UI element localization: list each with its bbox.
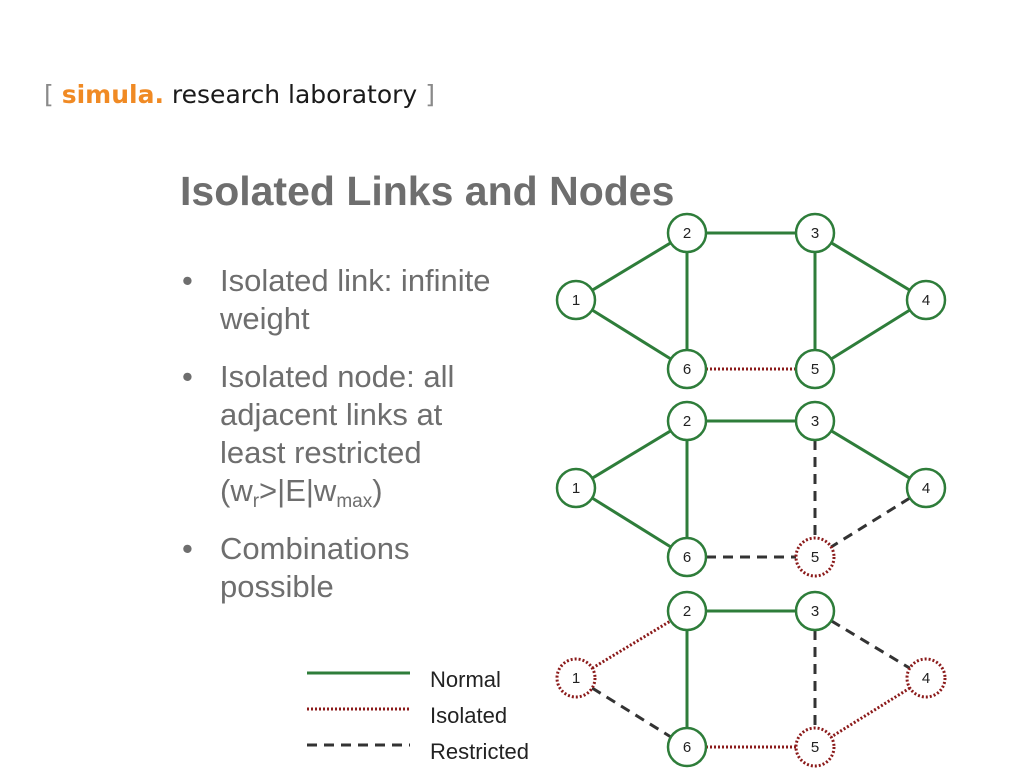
- node-6-normal: [666, 726, 708, 768]
- node-label: 6: [683, 361, 691, 378]
- edge-4-5-isolated: [830, 686, 911, 739]
- node-6-normal: [666, 536, 708, 578]
- node-6-normal: [666, 348, 708, 390]
- legend-label-restricted: Restricted: [430, 739, 529, 764]
- network-graph-3: 1 2 3 4 5 6: [555, 590, 947, 768]
- logo-dot: .: [154, 80, 164, 109]
- node-label: 1: [572, 480, 580, 497]
- bullet-text: Combinations possible: [220, 531, 410, 604]
- legend-label-normal: Normal: [430, 667, 501, 692]
- edge-1-6-normal: [591, 308, 672, 361]
- edge-3-4-normal: [830, 241, 911, 292]
- slide-title: Isolated Links and Nodes: [180, 168, 675, 214]
- node-3-normal: [794, 590, 836, 632]
- bullet-combinations: • Combinations possible: [182, 530, 512, 606]
- bullet-list: • Isolated link: infinite weight • Isola…: [182, 262, 512, 626]
- node-3-normal: [794, 212, 836, 254]
- node-label: 5: [811, 361, 819, 378]
- node-4-normal: [905, 467, 947, 509]
- node-label: 2: [683, 225, 691, 242]
- logo-open-bracket: [: [44, 80, 54, 109]
- node-3-normal: [794, 400, 836, 442]
- node-2-normal: [666, 400, 708, 442]
- bullet-isolated-link: • Isolated link: infinite weight: [182, 262, 512, 338]
- bullet-text-mid: >|E|w: [259, 473, 337, 508]
- node-5-isolated: [794, 726, 836, 768]
- node-label: 3: [811, 225, 819, 242]
- node-1-normal: [555, 467, 597, 509]
- logo-close-bracket: ]: [425, 80, 435, 109]
- logo-text: research laboratory: [171, 80, 418, 109]
- bullet-glyph: •: [182, 359, 193, 394]
- node-2-normal: [666, 212, 708, 254]
- node-label: 5: [811, 739, 819, 756]
- node-4-normal: [905, 279, 947, 321]
- legend-label-isolated: Isolated: [430, 703, 507, 728]
- bullet-glyph: •: [182, 263, 193, 298]
- node-label: 1: [572, 670, 580, 687]
- bullet-glyph: •: [182, 531, 193, 566]
- node-5-normal: [794, 348, 836, 390]
- subscript-r: r: [252, 491, 260, 512]
- node-label: 4: [922, 292, 930, 309]
- logo-brand: simula: [61, 80, 155, 109]
- simula-logo: [ simula. research laboratory ]: [44, 80, 435, 110]
- node-5-isolated: [794, 536, 836, 578]
- edge-4-5-normal: [830, 308, 911, 361]
- node-4-isolated: [905, 657, 947, 699]
- node-label: 4: [922, 670, 930, 687]
- node-label: 5: [811, 549, 819, 566]
- node-label: 4: [922, 480, 930, 497]
- node-label: 2: [683, 413, 691, 430]
- node-2-normal: [666, 590, 708, 632]
- edge-1-6-normal: [591, 496, 672, 549]
- node-label: 2: [683, 603, 691, 620]
- node-1-normal: [555, 279, 597, 321]
- subscript-max: max: [336, 491, 373, 512]
- edge-3-4-restricted: [830, 619, 911, 670]
- bullet-text: Isolated link: infinite weight: [220, 263, 491, 336]
- bullet-text: Isolated node: all adjacent links at lea…: [220, 359, 455, 508]
- network-graph-2: 1 2 3 4 5 6: [555, 400, 947, 578]
- node-label: 3: [811, 603, 819, 620]
- node-label: 6: [683, 739, 691, 756]
- edge-1-2-normal: [591, 241, 672, 292]
- node-label: 3: [811, 413, 819, 430]
- edge-3-4-normal: [830, 429, 911, 480]
- edge-4-5-restricted: [830, 496, 911, 549]
- network-graph-1: 1 2 3 4 5 6: [555, 212, 947, 390]
- edge-1-2-normal: [591, 429, 672, 480]
- edge-1-6-restricted: [591, 686, 672, 739]
- node-label: 1: [572, 292, 580, 309]
- edge-1-2-isolated: [591, 619, 672, 670]
- bullet-isolated-node: • Isolated node: all adjacent links at l…: [182, 358, 512, 512]
- node-label: 6: [683, 549, 691, 566]
- bullet-text-end: ): [372, 473, 383, 508]
- node-1-isolated: [555, 657, 597, 699]
